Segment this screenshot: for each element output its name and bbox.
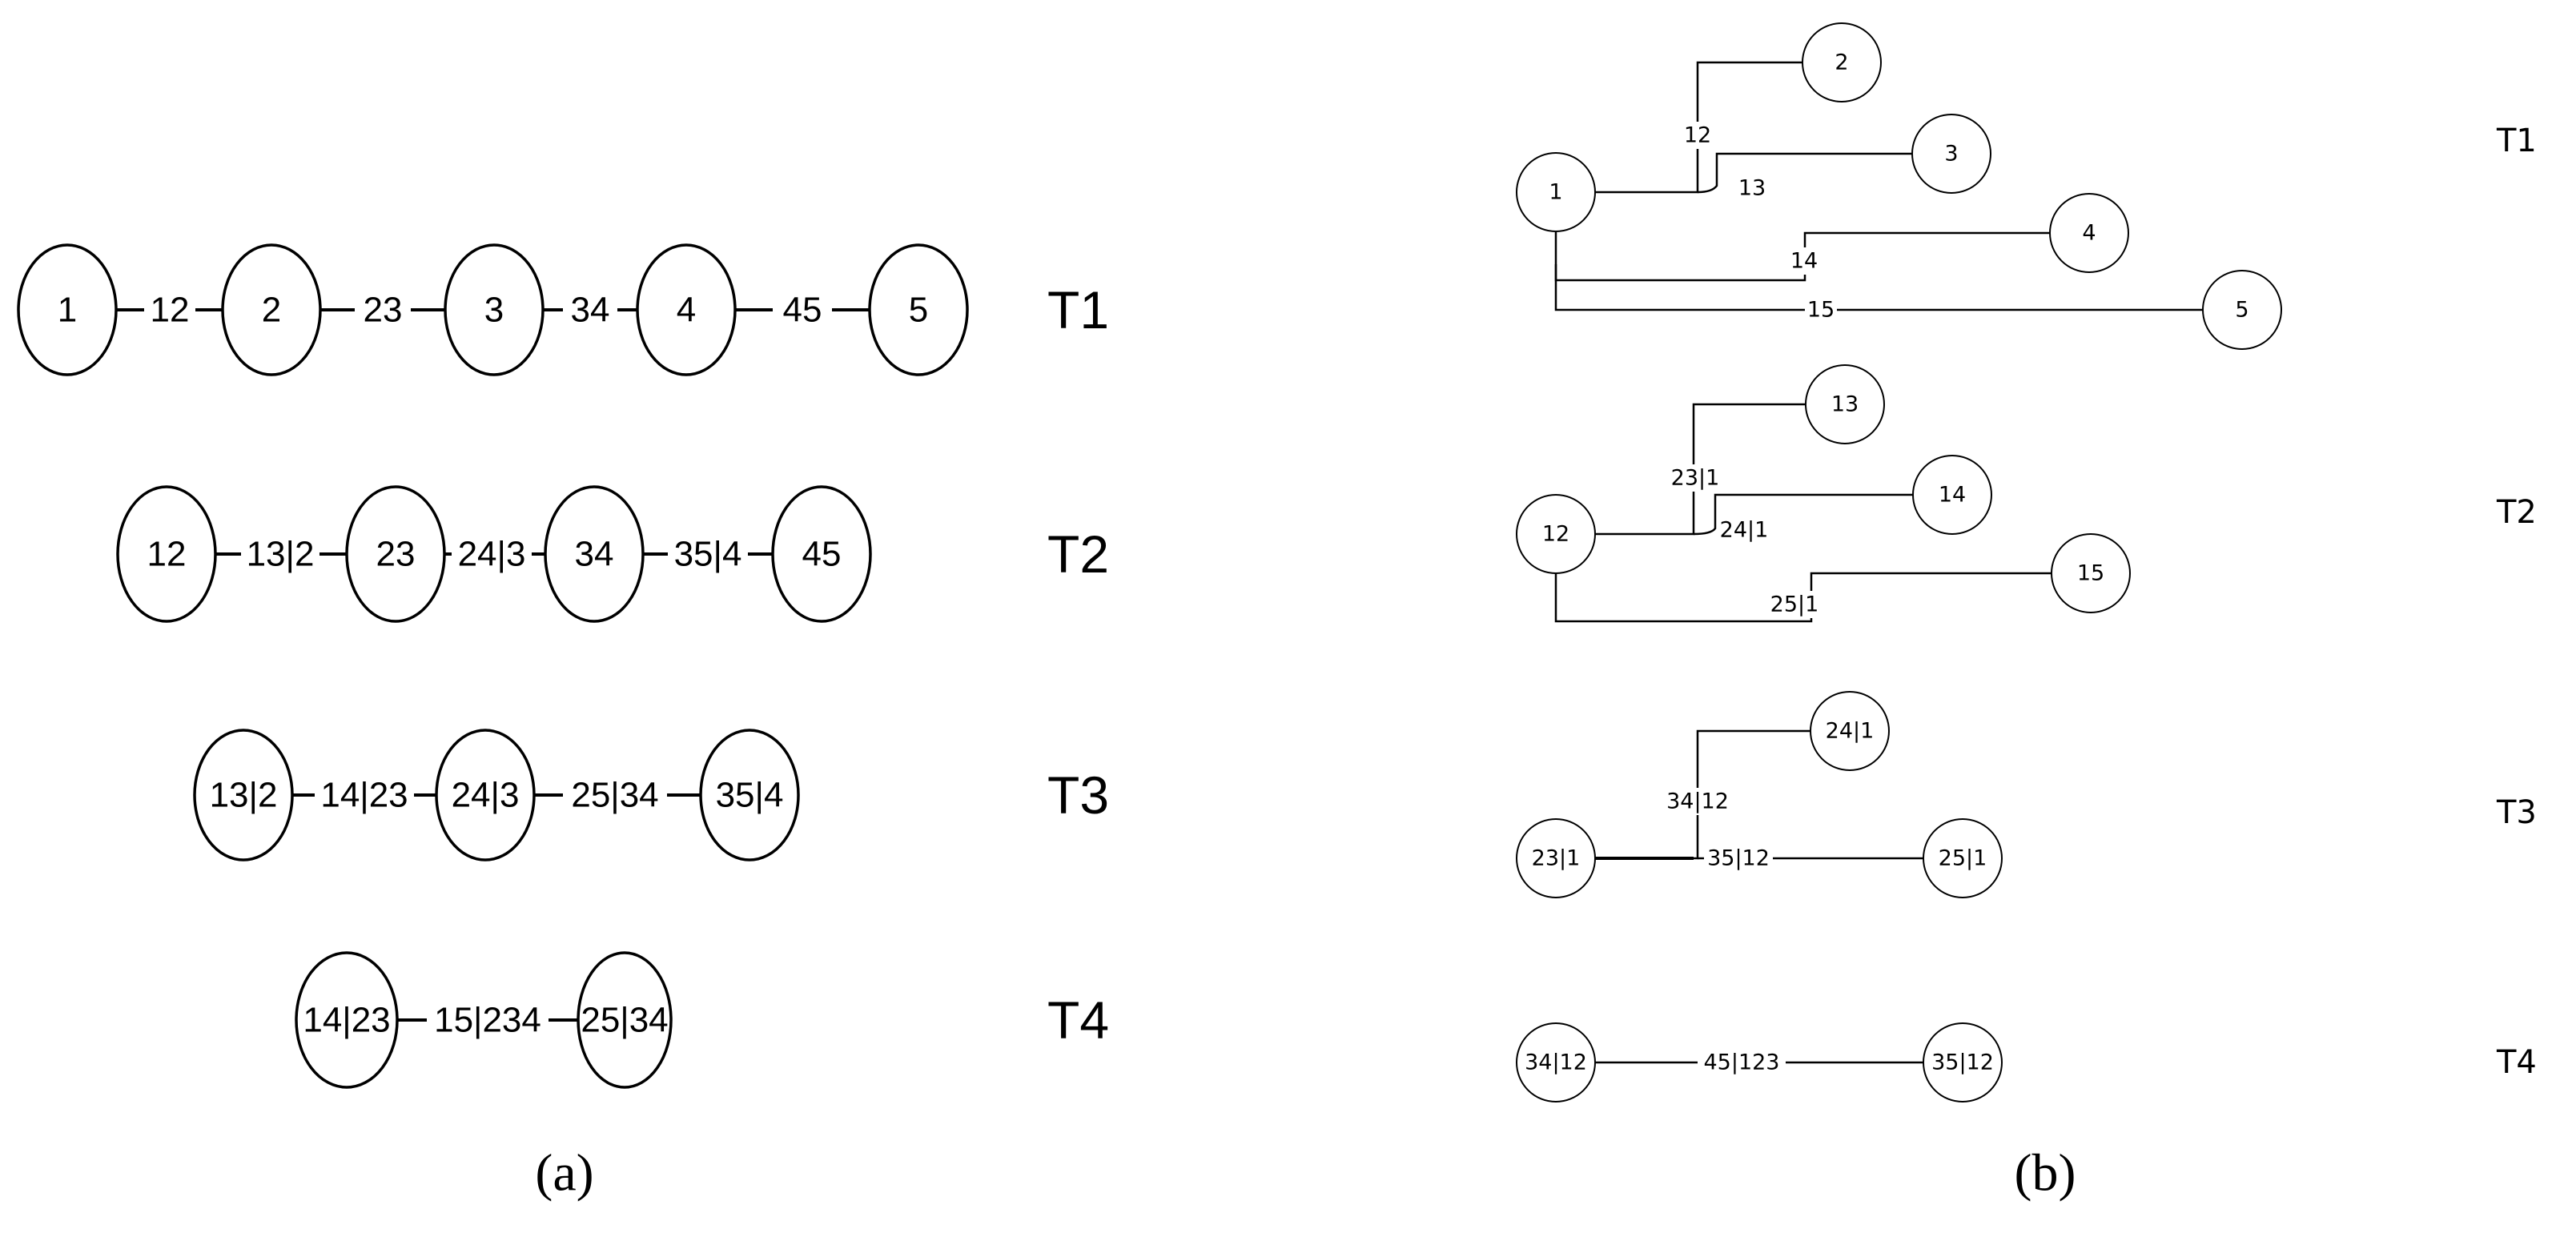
node-label: 12 <box>147 535 187 574</box>
node-label: 2 <box>1835 50 1848 75</box>
tree-label-t3: T3 <box>1047 765 1109 825</box>
node-label: 23|1 <box>1532 846 1581 871</box>
node-label: 1 <box>58 291 77 330</box>
leaf-node <box>1912 455 1992 535</box>
edge-label: 12 <box>151 291 190 330</box>
leaf-node <box>1911 114 1991 194</box>
edge-label: 13|2 <box>247 535 315 574</box>
tree-label-t4: T4 <box>2496 1044 2537 1081</box>
node-label: 34|12 <box>1525 1050 1587 1075</box>
edge-label: 13 <box>1738 176 1766 201</box>
edge-label: 23 <box>364 291 403 330</box>
node <box>295 951 399 1089</box>
node-label: 2 <box>262 291 281 330</box>
node-label: 35|4 <box>716 776 784 815</box>
edge-label: 24|3 <box>458 535 526 574</box>
panel-b-tree-t3: 23|1 24|1 25|1 34|12 35|12 T3 <box>1516 691 2537 898</box>
tree-label-t3: T3 <box>2496 794 2537 831</box>
node-label: 13 <box>1831 392 1859 417</box>
edge-label: 45|123 <box>1704 1050 1780 1075</box>
panel-label-b: (b) <box>2015 1144 2076 1203</box>
edge-label: 23|1 <box>1671 466 1720 491</box>
panel-a-tree-t3: 13|2 24|3 35|4 14|23 25|34 T3 <box>193 729 1109 861</box>
node-label: 25|34 <box>581 1001 668 1040</box>
node-label: 1 <box>1549 180 1562 205</box>
leaf-node <box>1805 364 1885 444</box>
edge-label: 15|234 <box>434 1001 541 1040</box>
node-label: 3 <box>484 291 504 330</box>
edge-label: 34|12 <box>1666 789 1729 814</box>
node <box>345 485 446 623</box>
node-label: 3 <box>1944 142 1958 167</box>
edge-label: 35|4 <box>674 535 742 574</box>
edge-label: 45 <box>783 291 822 330</box>
node-label: 4 <box>677 291 696 330</box>
node <box>17 243 118 376</box>
panel-a-tree-t1: 1 2 3 4 5 12 23 34 45 T1 <box>17 243 1109 376</box>
node <box>116 485 217 623</box>
edge-label: 15 <box>1807 298 1835 323</box>
panel-b: 1 2 3 4 5 12 13 14 15 T1 12 13 <box>1516 22 2537 1203</box>
node-label: 5 <box>2235 298 2248 323</box>
edge-label: 12 <box>1684 123 1711 148</box>
node-label: 14 <box>1939 483 1966 508</box>
leaf-node <box>1810 691 1890 771</box>
node <box>193 729 294 861</box>
node <box>221 243 322 376</box>
tree-label-t2: T2 <box>1047 524 1109 584</box>
root-node <box>1516 152 1596 232</box>
root-node <box>1516 818 1596 898</box>
leaf-node <box>1923 818 2003 898</box>
panel-b-tree-t1: 1 2 3 4 5 12 13 14 15 T1 <box>1516 22 2537 350</box>
edge-label: 24|1 <box>1720 518 1769 543</box>
node-label: 25|1 <box>1939 846 1987 871</box>
edge-label: 14 <box>1790 249 1818 274</box>
panel-a-tree-t2: 12 23 34 45 13|2 24|3 35|4 T2 <box>116 485 1109 623</box>
node-label: 34 <box>575 535 614 574</box>
node-label: 45 <box>802 535 842 574</box>
node <box>868 243 969 376</box>
leaf-node <box>1802 22 1882 102</box>
leaf-node <box>2049 193 2129 273</box>
node <box>444 243 545 376</box>
edge-label: 25|1 <box>1770 592 1819 617</box>
edge-label: 14|23 <box>320 776 408 815</box>
edge-label: 34 <box>571 291 610 330</box>
edge-label: 25|34 <box>571 776 658 815</box>
node-label: 23 <box>376 535 416 574</box>
node <box>435 729 536 861</box>
edge-label: 35|12 <box>1707 846 1770 871</box>
node-label: 13|2 <box>210 776 278 815</box>
tree-label-t2: T2 <box>2496 494 2537 531</box>
node <box>544 485 645 623</box>
root-node <box>1516 1022 1596 1102</box>
node <box>577 951 673 1089</box>
panel-b-tree-t4: 34|12 35|12 45|123 T4 <box>1516 1022 2537 1102</box>
tree-label-t4: T4 <box>1047 990 1109 1050</box>
panel-a-tree-t4: 14|23 25|34 15|234 T4 <box>295 951 1109 1089</box>
leaf-node <box>2051 533 2131 613</box>
node-label: 14|23 <box>303 1001 390 1040</box>
node-label: 35|12 <box>1931 1050 1994 1075</box>
node <box>771 485 872 623</box>
panel-a: 1 2 3 4 5 12 23 34 45 T1 12 23 <box>17 243 1109 1203</box>
panel-label-a: (a) <box>535 1144 593 1203</box>
root-node <box>1516 494 1596 574</box>
panel-b-tree-t2: 12 13 14 15 23|1 24|1 25|1 T2 <box>1516 364 2537 623</box>
node <box>636 243 737 376</box>
node <box>699 729 800 861</box>
node-label: 24|3 <box>452 776 520 815</box>
node-label: 24|1 <box>1826 719 1875 744</box>
tree-label-t1: T1 <box>2496 122 2537 159</box>
tree-label-t1: T1 <box>1047 280 1109 339</box>
leaf-node <box>1923 1022 2003 1102</box>
node-label: 4 <box>2082 221 2096 246</box>
leaf-node <box>2202 270 2282 350</box>
node-label: 15 <box>2077 561 2104 586</box>
node-label: 12 <box>1542 522 1569 547</box>
node-label: 5 <box>909 291 928 330</box>
